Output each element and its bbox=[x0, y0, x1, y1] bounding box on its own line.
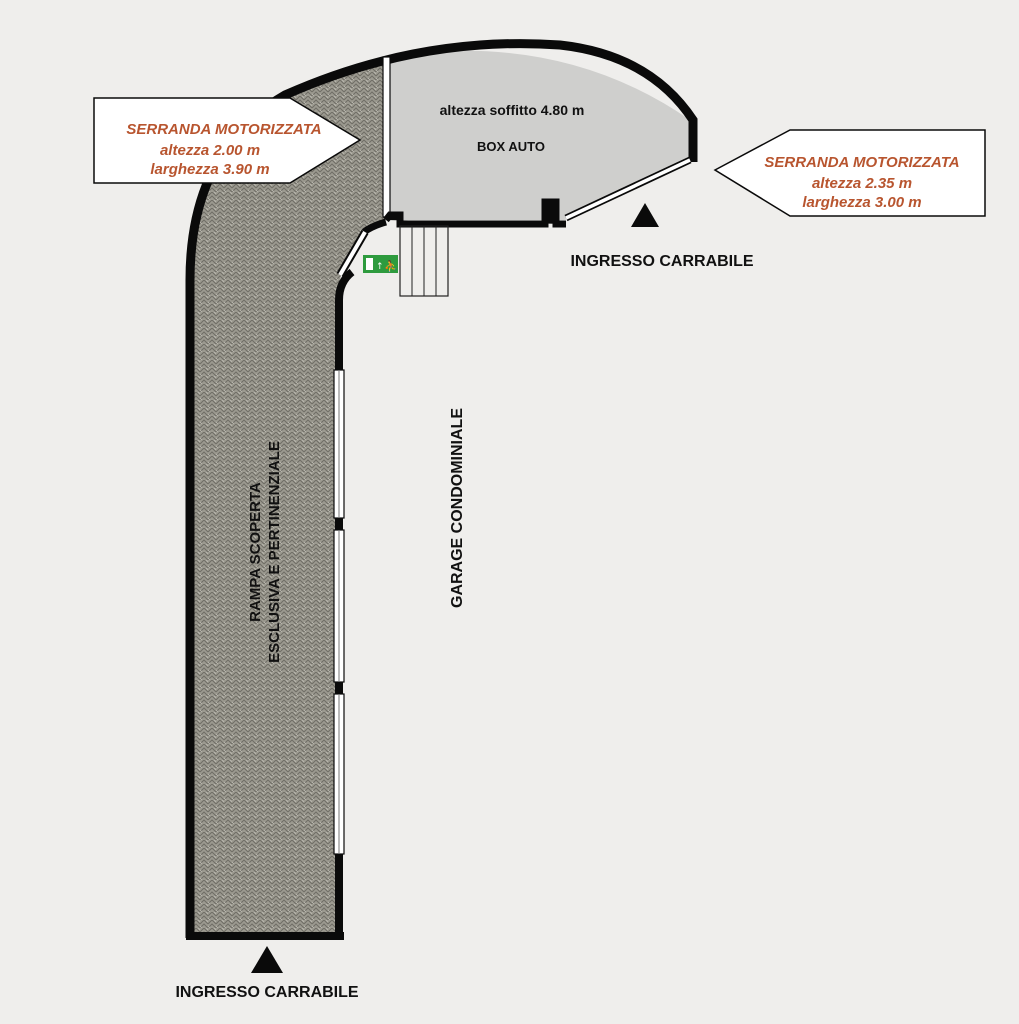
ramp-label-line2: ESCLUSIVA E PERTINENZIALE bbox=[266, 441, 283, 663]
garage-label: GARAGE CONDOMINIALE bbox=[449, 408, 466, 608]
callout-right-height: altezza 2.35 m bbox=[812, 175, 912, 192]
callout-right-title: SERRANDA MOTORIZZATA bbox=[764, 154, 959, 171]
entrance-bottom-label: INGRESSO CARRABILE bbox=[175, 984, 358, 1001]
box-bottom-wall bbox=[383, 198, 566, 228]
stairs-icon bbox=[399, 225, 449, 297]
entrance-arrow-icon bbox=[631, 203, 659, 227]
box-auto-title: BOX AUTO bbox=[477, 139, 545, 154]
ramp-label-line1: RAMPA SCOPERTA bbox=[247, 482, 264, 622]
callout-left-title: SERRANDA MOTORIZZATA bbox=[126, 121, 321, 138]
emergency-exit-icon: ↑ ⛹ bbox=[363, 255, 398, 273]
callout-left-width: larghezza 3.90 m bbox=[150, 161, 269, 178]
entrance-arrow-icon bbox=[251, 946, 283, 973]
ramp-inner-wall bbox=[335, 268, 355, 935]
entrance-top-label: INGRESSO CARRABILE bbox=[570, 253, 753, 270]
callout-right-arrow bbox=[713, 129, 986, 217]
callout-right-width: larghezza 3.00 m bbox=[802, 194, 921, 211]
svg-text:⛹: ⛹ bbox=[384, 259, 398, 273]
box-auto-floor bbox=[388, 50, 690, 221]
left-shutter bbox=[382, 56, 391, 218]
ramp-door-glass bbox=[338, 230, 367, 277]
ramp-floor bbox=[194, 57, 385, 935]
svg-text:↑: ↑ bbox=[376, 262, 384, 272]
callout-left-arrow bbox=[93, 97, 362, 184]
callout-left-height: altezza 2.00 m bbox=[160, 142, 260, 159]
corner-wall bbox=[361, 218, 387, 235]
right-shutter-glass bbox=[565, 158, 691, 220]
box-ceiling-height: altezza soffitto 4.80 m bbox=[440, 102, 585, 118]
